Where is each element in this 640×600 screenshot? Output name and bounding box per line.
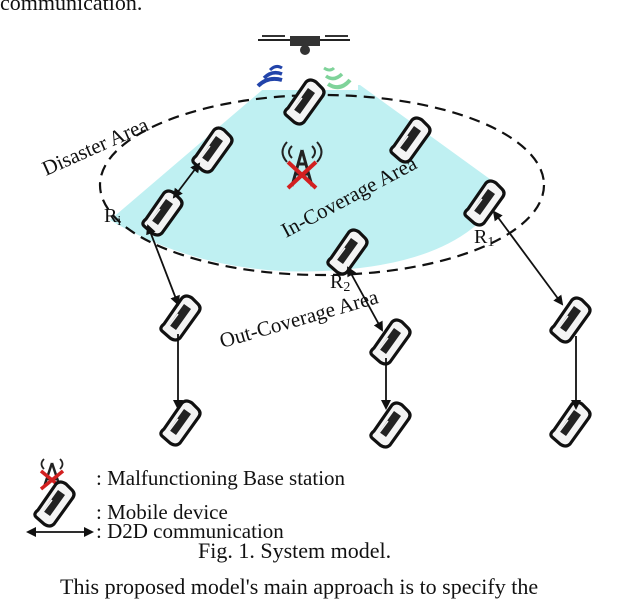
body-text-top: communication.	[0, 0, 143, 15]
malfunctioning-tower-icon	[281, 141, 323, 190]
relay-r1-label: R1	[474, 226, 494, 250]
legend-label-base-station: : Malfunctioning Base station	[96, 466, 346, 490]
mobile-device-icon	[369, 401, 412, 449]
relay-r2-label: R2	[330, 271, 350, 295]
drone-icon	[248, 35, 358, 90]
d2d-arrow-icon	[492, 210, 564, 306]
body-text-bottom: This proposed model's main approach is t…	[60, 574, 539, 599]
mobile-device-icon	[159, 399, 202, 447]
legend-label-d2d: : D2D communication	[96, 519, 284, 543]
mobile-device-icon	[549, 400, 592, 448]
d2d-arrow-icon	[347, 266, 383, 332]
out-coverage-area-label: Out-Coverage Area	[217, 284, 382, 352]
mobile-device-icon	[369, 318, 412, 366]
disaster-area-label: Disaster Area	[38, 112, 152, 180]
relay-ri-label: Ri	[104, 205, 121, 229]
d2d-links	[146, 162, 581, 410]
d2d-arrow-icon	[172, 162, 201, 199]
mobile-device-icon	[159, 294, 202, 342]
figure-caption: Fig. 1. System model.	[198, 538, 392, 563]
disaster-area-ellipse	[98, 93, 546, 277]
legend-label-mobile-device: : Mobile device	[96, 500, 228, 524]
d2d-arrow-icon	[146, 224, 180, 306]
mobile-device-icon	[549, 296, 592, 344]
